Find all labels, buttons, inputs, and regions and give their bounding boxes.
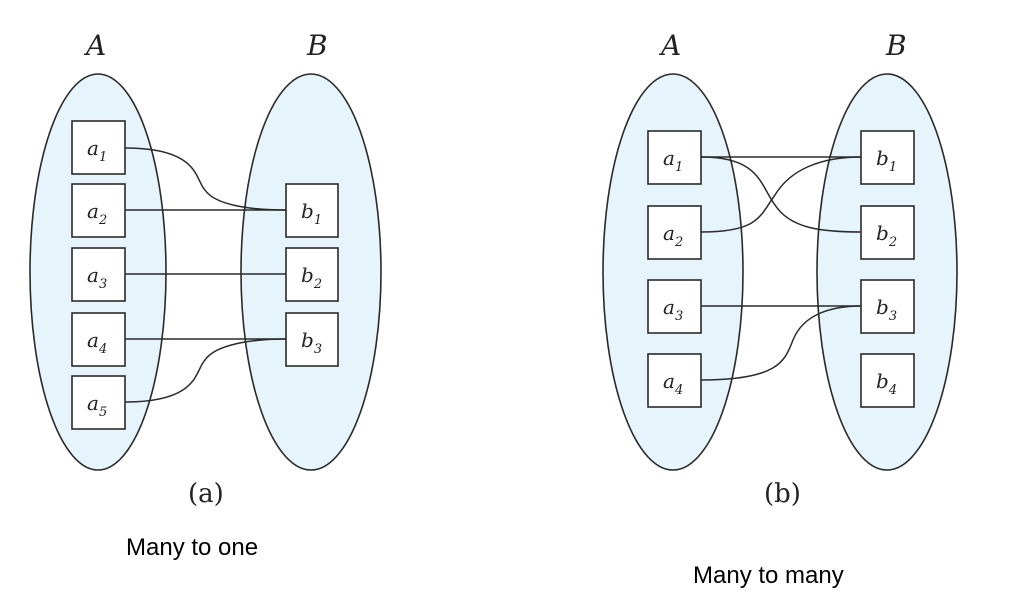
diagram-b-element-a3: a3 [647,279,702,334]
diagram-b-set-a-ellipse [602,73,744,471]
diagram-a-link-a1-b1 [124,147,287,211]
svg-text:a1: a1 [87,136,107,165]
svg-text:b1: b1 [876,146,897,175]
svg-text:b3: b3 [876,295,897,324]
diagram-a-element-a3: a3 [71,247,126,302]
diagram-a-element-b2: b2 [285,247,339,302]
diagram-b: A B a1 a2 a3 a4 b1 [602,29,958,589]
diagram-b-set-b-label: B [885,29,907,62]
diagram-b-element-b4: b4 [860,353,915,408]
diagram-a-element-a4: a4 [71,312,126,367]
diagram-a: A B a1 a2 a3 a4 a5 [29,29,382,561]
svg-text:a3: a3 [87,263,107,292]
diagram-b-set-a-label: A [658,29,681,62]
diagram-a-element-b3: b3 [285,312,339,367]
diagram-a-sublabel: (a) [188,479,224,509]
diagram-a-link-a5-b3 [124,338,287,403]
svg-text:b2: b2 [301,263,322,292]
diagram-a-element-a2: a2 [71,183,126,238]
svg-text:a2: a2 [87,199,107,228]
svg-text:a4: a4 [87,328,107,357]
diagram-b-caption: Many to many [693,562,844,589]
diagram-a-set-b-label: B [306,29,328,62]
diagram-b-element-b1: b1 [860,130,915,185]
svg-text:a2: a2 [663,221,683,250]
diagram-b-element-b2: b2 [860,205,915,260]
diagram-a-set-a-label: A [83,29,106,62]
diagram-a-element-b1: b1 [285,183,339,238]
diagram-a-element-a5: a5 [71,375,126,430]
svg-text:b2: b2 [876,221,897,250]
diagram-b-link-a4-b3 [700,305,862,381]
svg-text:a1: a1 [663,146,683,175]
svg-text:a5: a5 [87,391,107,420]
diagram-a-element-a1: a1 [71,120,126,175]
diagram-b-link-a2-b1 [700,156,862,233]
diagram-b-element-b3: b3 [860,279,915,334]
diagram-a-caption: Many to one [126,534,258,561]
diagram-b-sublabel: (b) [764,479,801,509]
diagram-b-element-a4: a4 [647,353,702,408]
svg-text:a3: a3 [663,295,683,324]
svg-text:b1: b1 [301,199,322,228]
svg-text:a4: a4 [663,369,683,398]
svg-text:b4: b4 [876,369,897,398]
diagram-b-link-a1-b2 [700,156,862,233]
diagram-b-element-a2: a2 [647,205,702,260]
diagram-b-set-b-ellipse [816,73,958,471]
svg-text:b3: b3 [301,328,322,357]
diagram-b-element-a1: a1 [647,130,702,185]
